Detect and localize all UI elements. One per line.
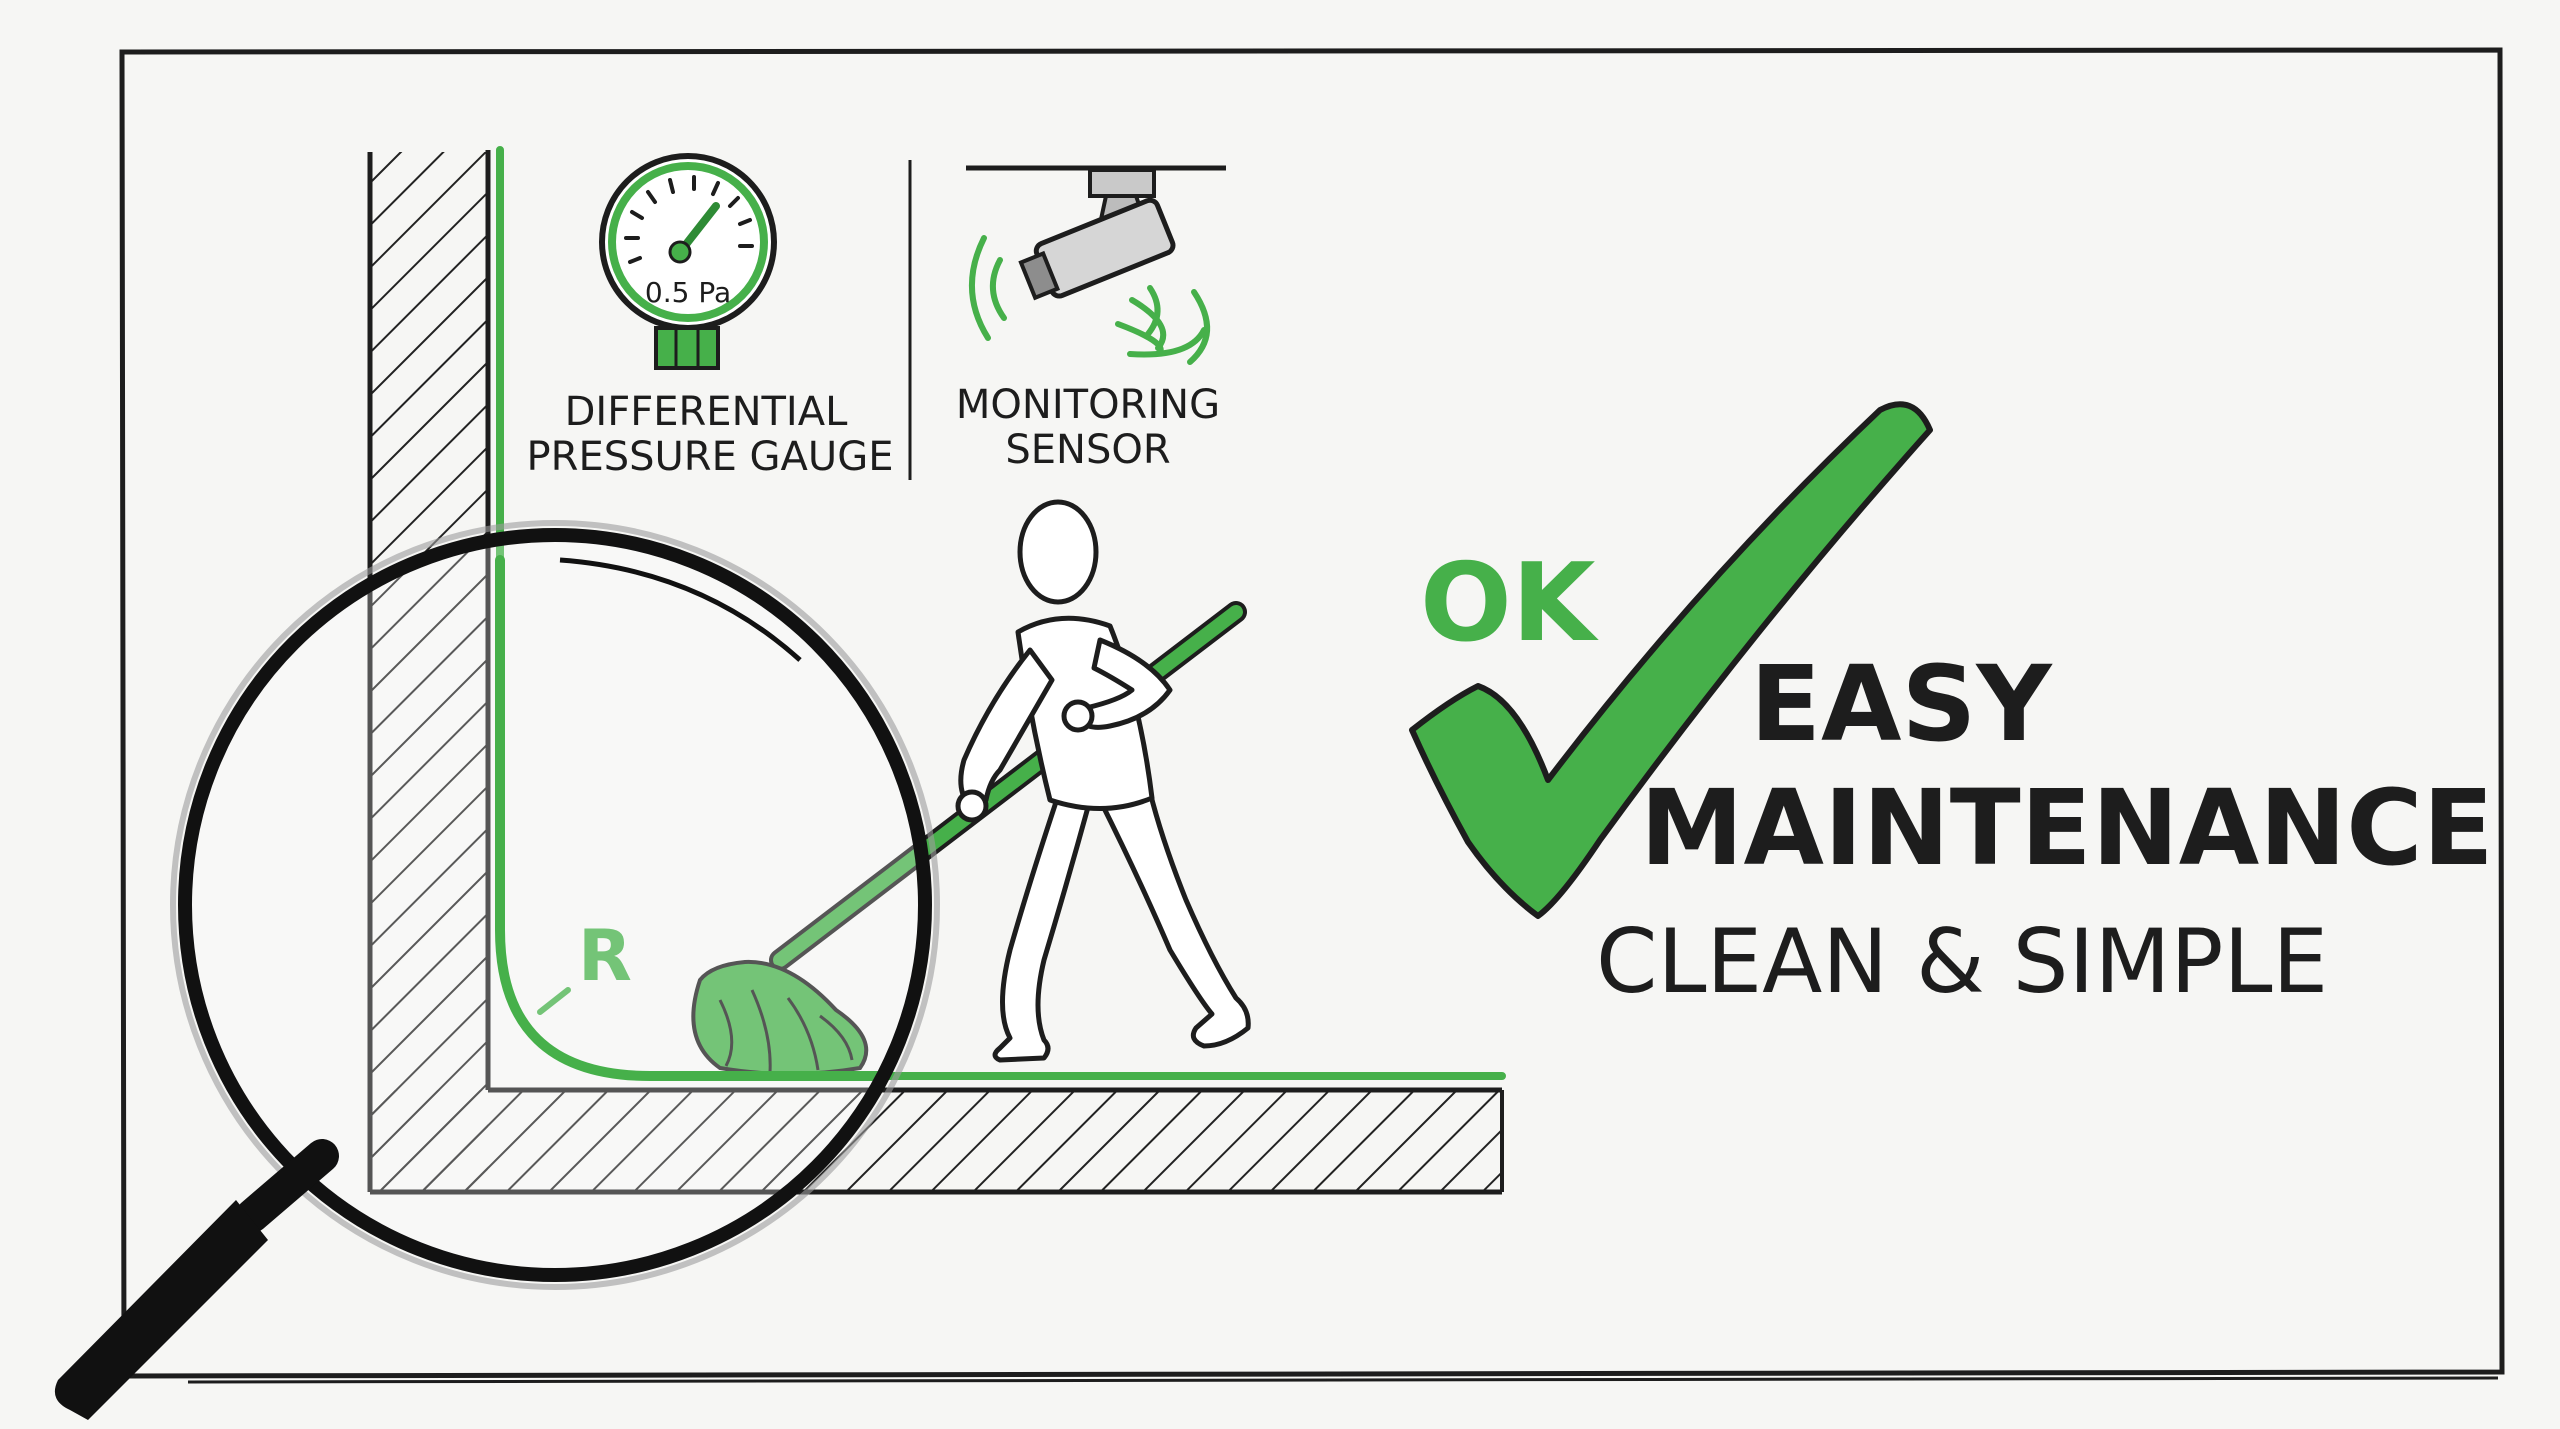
gauge-label-line2: PRESSURE GAUGE <box>527 434 894 480</box>
wall-section <box>367 150 491 1192</box>
gauge-label-line1: DIFFERENTIAL <box>565 389 848 435</box>
pressure-gauge-icon: 0.5 Pa <box>599 153 777 370</box>
gauge-reading: 0.5 Pa <box>645 276 731 309</box>
mop-icon <box>691 601 1247 1076</box>
headline-line2: MAINTENANCE <box>1640 767 2494 889</box>
sensor-label-line2: SENSOR <box>1005 427 1170 473</box>
magnifier-icon <box>54 520 940 1420</box>
frame-border <box>119 47 2505 1384</box>
floor-section <box>370 1087 1504 1195</box>
cove-radius-marker <box>537 987 571 1015</box>
checkmark-icon <box>1409 401 1933 919</box>
sensor-label-line1: MONITORING <box>956 382 1220 428</box>
cove-radius-label: R <box>578 915 632 997</box>
cleaning-person-figure <box>955 499 1251 1063</box>
headline-line3: CLEAN & SIMPLE <box>1596 910 2328 1013</box>
ok-status-label: OK <box>1420 541 1599 666</box>
camera-sensor-icon <box>966 165 1226 365</box>
headline-line1: EASY <box>1750 643 2053 765</box>
